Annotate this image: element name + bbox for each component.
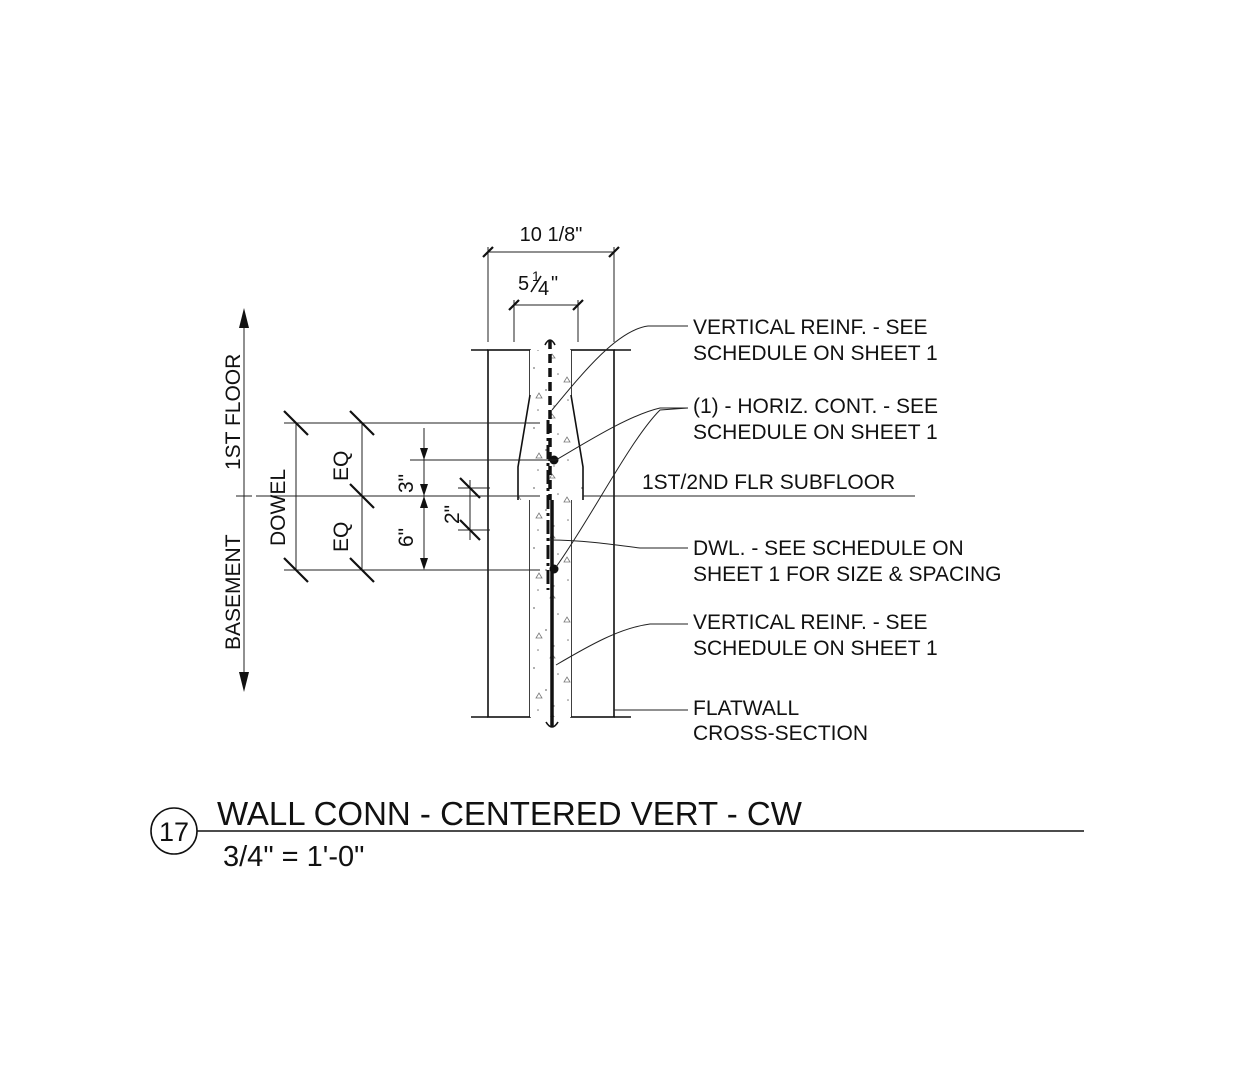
dowel-callout-line2: SHEET 1 FOR SIZE & SPACING (693, 563, 1001, 586)
svg-text:1: 1 (532, 268, 540, 284)
callout-leaders (548, 325, 689, 711)
detail-scale: 3/4" = 1'-0" (223, 841, 364, 873)
svg-text:": " (551, 273, 558, 295)
basement-label: BASEMENT (222, 534, 245, 650)
vert-reinf-top-line2: SCHEDULE ON SHEET 1 (693, 342, 938, 365)
left-dimensions: DOWEL EQ EQ 3" 6" 2" (256, 410, 556, 583)
svg-text:5: 5 (518, 273, 529, 295)
dowel-dim-label: DOWEL (267, 469, 290, 546)
eq-lower-label: EQ (330, 522, 353, 552)
core-width-label: 5 1 4 " (518, 268, 558, 300)
subfloor-gap-label: 2" (441, 505, 464, 524)
vert-reinf-bot-line2: SCHEDULE ON SHEET 1 (693, 637, 938, 660)
right-insulation-panel (570, 349, 615, 718)
first-floor-label: 1ST FLOOR (222, 354, 245, 470)
wall-section (471, 339, 631, 728)
overall-width-label: 10 1/8" (520, 224, 583, 246)
horiz-cont-line1: (1) - HORIZ. CONT. - SEE (693, 395, 938, 418)
core-left-flare (517, 394, 531, 500)
svg-text:4: 4 (538, 278, 549, 300)
callouts: VERTICAL REINF. - SEE SCHEDULE ON SHEET … (642, 316, 1001, 745)
left-insulation-panel (487, 349, 531, 718)
horiz-cont-line2: SCHEDULE ON SHEET 1 (693, 421, 938, 444)
eq-upper-label: EQ (330, 451, 353, 481)
flatwall-line2: CROSS-SECTION (693, 722, 868, 745)
title-block: 17 WALL CONN - CENTERED VERT - CW 3/4" =… (150, 795, 1084, 873)
level-indicator: 1ST FLOOR BASEMENT (222, 308, 252, 692)
detail-number: 17 (159, 817, 189, 847)
vert-reinf-bot-line1: VERTICAL REINF. - SEE (693, 611, 928, 634)
dowel-callout-line1: DWL. - SEE SCHEDULE ON (693, 537, 964, 560)
flatwall-line1: FLATWALL (693, 697, 799, 720)
top-dimensions: 10 1/8" 5 1 4 " (482, 224, 620, 342)
core-right-flare (570, 394, 584, 500)
subfloor-label: 1ST/2ND FLR SUBFLOOR (642, 471, 895, 494)
vert-reinf-top-line1: VERTICAL REINF. - SEE (693, 316, 928, 339)
upper-offset-label: 3" (395, 474, 418, 493)
lower-offset-label: 6" (395, 528, 418, 547)
detail-title: WALL CONN - CENTERED VERT - CW (217, 795, 803, 832)
